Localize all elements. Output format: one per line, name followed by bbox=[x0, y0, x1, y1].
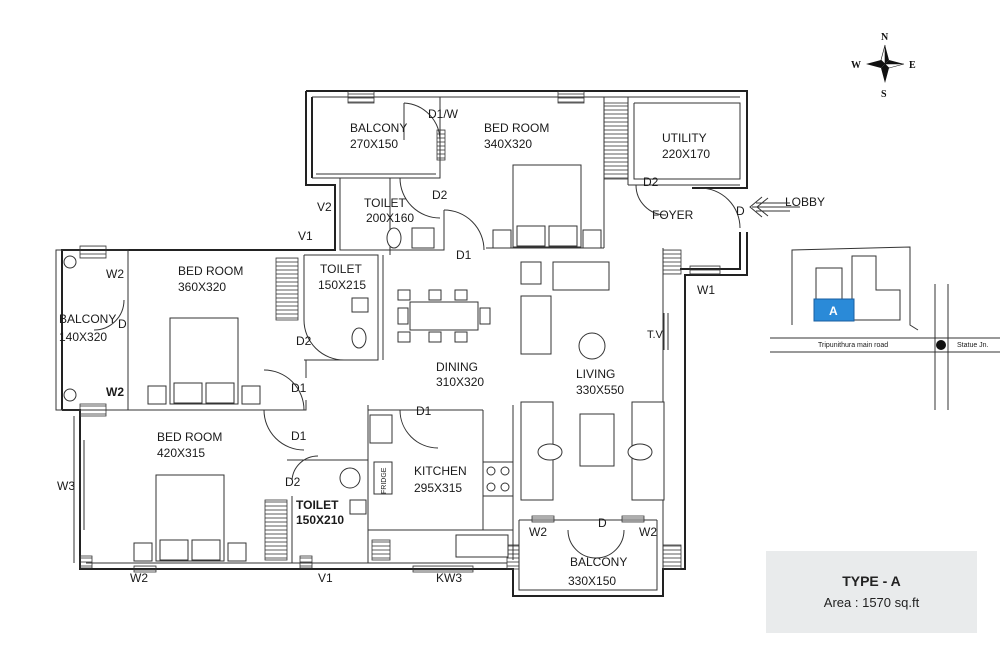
bedroom-top-name: BED ROOM bbox=[484, 121, 549, 135]
balcony-left-name: BALCONY bbox=[59, 312, 116, 326]
label-d1-kitchen: D1 bbox=[416, 404, 432, 418]
label-d1-bedroom: D1 bbox=[291, 429, 307, 443]
label-d-balcony-left: D bbox=[118, 317, 127, 331]
doors bbox=[93, 102, 741, 559]
kitchen-name: KITCHEN bbox=[414, 464, 467, 478]
plan-type: TYPE - A bbox=[842, 573, 901, 589]
toilet-bottom-name: TOILET bbox=[296, 498, 339, 512]
balcony-bottom-name: BALCONY bbox=[570, 555, 627, 569]
compass-n: N bbox=[881, 32, 889, 43]
label-d1-mid: D1 bbox=[291, 381, 307, 395]
location-map: A Tripunithura main road Statue Jn. bbox=[770, 246, 1000, 410]
balcony-bottom-dims: 330X150 bbox=[568, 574, 616, 588]
label-v2: V2 bbox=[317, 200, 332, 214]
toilet-mid-name: TOILET bbox=[320, 262, 362, 276]
windows bbox=[79, 90, 721, 573]
label-fridge: FRIDGE bbox=[381, 467, 388, 494]
label-d2-bottom: D2 bbox=[285, 475, 301, 489]
plan-area: Area : 1570 sq.ft bbox=[823, 595, 920, 610]
kitchen-dims: 295X315 bbox=[414, 481, 462, 495]
furniture bbox=[63, 164, 665, 562]
opening-labels: D1/W D2 V2 V1 D1 D2 D W1 W2 D W2 D2 D1 D… bbox=[57, 107, 745, 585]
toilet-top-dims: 200X160 bbox=[366, 211, 414, 225]
label-w2-bal-right: W2 bbox=[639, 525, 657, 539]
utility-name: UTILITY bbox=[662, 131, 707, 145]
balcony-top-name: BALCONY bbox=[350, 121, 407, 135]
balcony-top-dims: 270X150 bbox=[350, 137, 398, 151]
living-name: LIVING bbox=[576, 367, 615, 381]
label-tv: T.V bbox=[647, 329, 664, 341]
toilet-mid-dims: 150X215 bbox=[318, 278, 366, 292]
label-w3: W3 bbox=[57, 479, 75, 493]
bedroom-bottom-name: BED ROOM bbox=[157, 430, 222, 444]
label-kw3: KW3 bbox=[436, 571, 462, 585]
toilet-bottom-dims: 150X210 bbox=[296, 513, 344, 527]
toilet-top-name: TOILET bbox=[364, 196, 406, 210]
living-dims: 330X550 bbox=[576, 383, 624, 397]
label-d1w: D1/W bbox=[428, 107, 459, 121]
junction-label: Statue Jn. bbox=[957, 342, 989, 349]
balcony-left-dims: 140X320 bbox=[59, 330, 107, 344]
lobby-name: LOBBY bbox=[785, 195, 825, 209]
label-w1: W1 bbox=[697, 283, 715, 297]
bedroom-bottom-dims: 420X315 bbox=[157, 446, 205, 460]
road-label: Tripunithura main road bbox=[818, 342, 888, 349]
label-w2-bal-left: W2 bbox=[529, 525, 547, 539]
label-d1-top: D1 bbox=[456, 248, 472, 262]
bedroom-top-dims: 340X320 bbox=[484, 137, 532, 151]
block-a-highlight bbox=[813, 298, 855, 322]
foyer-name: FOYER bbox=[652, 208, 694, 222]
room-labels: BALCONY 270X150 BED ROOM 340X320 UTILITY… bbox=[59, 121, 825, 588]
block-a-label: A bbox=[829, 304, 838, 318]
label-w2-bottom: W2 bbox=[130, 571, 148, 585]
label-d2-mid: D2 bbox=[296, 334, 312, 348]
bedroom-left-name: BED ROOM bbox=[178, 264, 243, 278]
compass-w: W bbox=[851, 60, 861, 71]
dining-name: DINING bbox=[436, 360, 478, 374]
label-d-bal: D bbox=[598, 516, 607, 530]
bedroom-left-dims: 360X320 bbox=[178, 280, 226, 294]
label-w2-left-top: W2 bbox=[106, 267, 124, 281]
label-d2-utility: D2 bbox=[643, 175, 659, 189]
utility-dims: 220X170 bbox=[662, 147, 710, 161]
lobby-arrow-icon bbox=[749, 196, 800, 218]
label-w2-left-bottom: W2 bbox=[106, 385, 124, 399]
compass-s: S bbox=[881, 89, 887, 100]
compass-e: E bbox=[909, 60, 916, 71]
label-d2-top: D2 bbox=[432, 188, 448, 202]
label-d-foyer: D bbox=[736, 204, 745, 218]
info-box: TYPE - A Area : 1570 sq.ft bbox=[766, 551, 977, 633]
label-v1-top: V1 bbox=[298, 229, 313, 243]
dining-dims: 310X320 bbox=[436, 375, 484, 389]
label-v1-bottom: V1 bbox=[318, 571, 333, 585]
compass-rose-icon: N S W E bbox=[851, 32, 916, 100]
